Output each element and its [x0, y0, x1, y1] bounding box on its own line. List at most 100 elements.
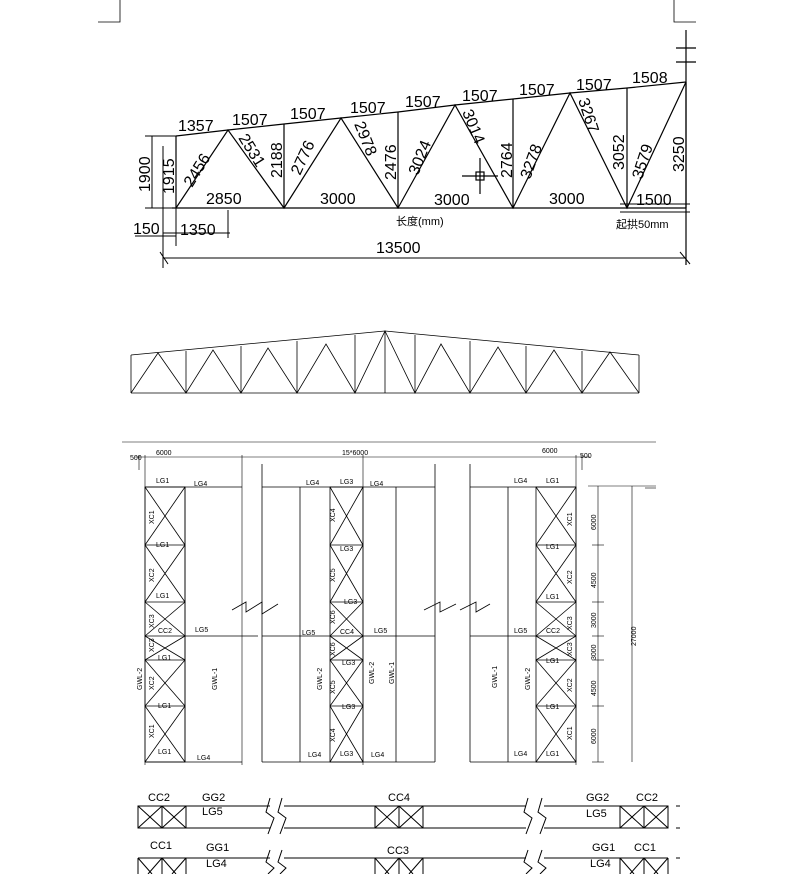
member-label: CC2	[158, 628, 172, 635]
member-label: GWL-1	[212, 668, 219, 690]
top-chord	[175, 81, 687, 137]
member-label: LG1	[546, 594, 559, 601]
member-label: XC1	[567, 512, 574, 526]
member-label: XC4	[330, 728, 337, 742]
dim-label: 6000	[156, 450, 172, 457]
dim-label: 500	[130, 455, 142, 462]
diagonal-label: 2188	[269, 142, 286, 178]
diagonal-label: 2531	[235, 131, 268, 170]
dim-label: 3000	[591, 612, 598, 628]
total-height-label: 27000	[631, 626, 638, 646]
member-label: XC3	[149, 638, 156, 652]
top-segment-label: 1507	[350, 100, 386, 117]
dim-label: 4500	[591, 572, 598, 588]
member-label: LG3	[344, 599, 357, 606]
camber-label: 起拱50mm	[616, 217, 669, 231]
top-segment-label: 1357	[178, 118, 214, 135]
truss-outline	[130, 330, 640, 394]
top-segment-label: 1507	[519, 82, 555, 99]
bottom-span-label: 3000	[549, 191, 585, 208]
offset-label-1350: 1350	[180, 222, 216, 239]
member-label: GWL-1	[389, 662, 396, 684]
member-label: LG5	[195, 627, 208, 634]
truss-elevation: 1357 1507 1507 1507 1507 1507 1507 1507 …	[133, 30, 696, 268]
member-label: LG1	[546, 704, 559, 711]
member-label: XC2	[149, 568, 156, 582]
member-label: LG1	[158, 749, 171, 756]
left-section-labels: LG1 LG4 XC1 LG1 XC2 LG1 XC3 CC2 LG5 XC3 …	[137, 478, 219, 762]
top-segment-label: 1507	[232, 112, 268, 129]
diagonal-label: 3267	[574, 96, 601, 135]
offset-label-150: 150	[133, 221, 160, 238]
diagonal-label: 2764	[499, 142, 516, 178]
member-label: GWL-2	[369, 662, 376, 684]
strip-label: LG5	[202, 806, 223, 818]
diagonal-label: 3052	[611, 134, 628, 170]
member-label: XC5	[330, 568, 337, 582]
member-label: LG4	[197, 755, 210, 762]
top-segment-label: 1508	[632, 70, 668, 87]
member-label: LG3	[342, 660, 355, 667]
member-label: LG1	[546, 751, 559, 758]
member-label: CC4	[340, 629, 354, 636]
bottom-span-labels: 2850 3000 3000 3000 1500	[206, 191, 672, 209]
page-corner-marks	[98, 0, 696, 23]
bottom-span-label: 3000	[434, 192, 470, 209]
dim-label: 500	[580, 453, 592, 460]
member-label: XC3	[567, 616, 574, 630]
member-label: LG3	[342, 704, 355, 711]
member-label: LG4	[514, 478, 527, 485]
member-label: GWL-2	[525, 668, 532, 690]
member-label: XC2	[149, 676, 156, 690]
member-label: LG1	[546, 478, 559, 485]
member-label: LG4	[370, 481, 383, 488]
bottom-span-label: 1500	[636, 192, 672, 209]
member-label: LG3	[340, 479, 353, 486]
top-segment-label: 1507	[576, 77, 612, 94]
member-label: LG1	[156, 593, 169, 600]
member-label: XC5	[330, 680, 337, 694]
strip-label: GG2	[586, 792, 609, 804]
dim-label: 6000	[542, 448, 558, 455]
wall-bracing-plan: 500 6000 15*6000 6000 500 6000 4500 3000…	[122, 441, 656, 765]
right-section-labels: LG4 LG1 XC1 LG1 XC2 LG1 LG5 CC2 XC3 XC3 …	[492, 478, 574, 758]
total-length-label: 13500	[376, 240, 421, 257]
dim-label: 6000	[591, 728, 598, 744]
length-unit-label: 长度(mm)	[396, 214, 444, 228]
member-label: GWL-2	[137, 668, 144, 690]
member-label: LG1	[158, 703, 171, 710]
strip-label: LG4	[590, 858, 611, 870]
member-label: LG4	[308, 752, 321, 759]
member-label: XC6	[330, 610, 337, 624]
member-label: XC1	[149, 724, 156, 738]
member-label: GWL-2	[317, 668, 324, 690]
strip-label: CC2	[636, 792, 658, 804]
member-label: LG3	[340, 751, 353, 758]
member-label: XC1	[149, 510, 156, 524]
member-label: LG4	[306, 480, 319, 487]
top-segment-label: 1507	[290, 106, 326, 123]
strip-label: CC3	[387, 845, 409, 857]
bottom-strips: CC2 GG2 LG5 CC4 GG2 CC2 LG5 CC1 GG1 LG4 …	[137, 792, 680, 875]
top-segment-label: 1507	[462, 88, 498, 105]
member-label: XC3	[567, 642, 574, 656]
member-label: LG5	[302, 630, 315, 637]
member-label: XC1	[567, 726, 574, 740]
strip-label: CC1	[150, 840, 172, 852]
diagonal-label: 2776	[288, 138, 318, 178]
bottom-span-label: 3000	[320, 191, 356, 208]
web-diagonals	[175, 81, 687, 210]
member-label: LG1	[546, 544, 559, 551]
dim-label: 6000	[591, 514, 598, 530]
member-label: CC2	[546, 628, 560, 635]
member-label: LG1	[546, 658, 559, 665]
member-label: LG5	[374, 628, 387, 635]
height-label-1900: 1900	[137, 156, 154, 192]
member-label: LG4	[514, 751, 527, 758]
diagonal-label: 2476	[383, 144, 400, 180]
member-label: XC2	[567, 678, 574, 692]
member-label: XC3	[149, 614, 156, 628]
member-label: LG4	[371, 752, 384, 759]
